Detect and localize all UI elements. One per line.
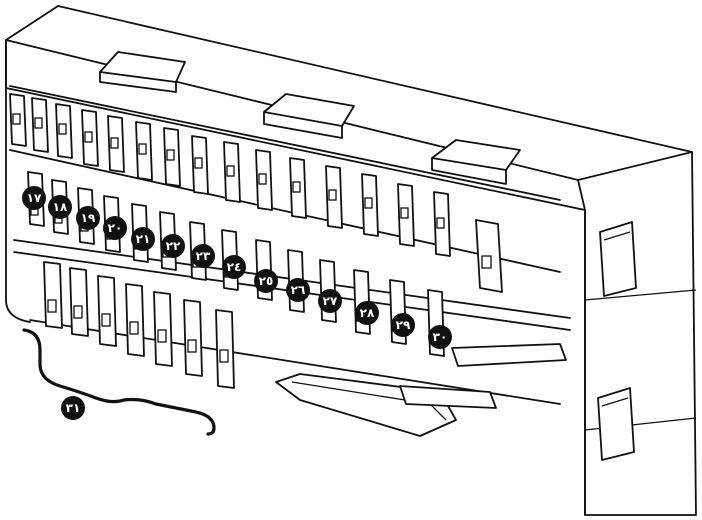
label-badge-28: ٢٨ [355,301,379,325]
svg-text:٢٣: ٢٣ [196,249,211,263]
label-badge-26: ٢٦ [286,278,310,302]
fuse-row-bottom [43,261,235,389]
label-badge-31: ٣١ [61,396,85,420]
label-badge-20: ٢٠ [103,216,127,240]
top-ridge-left [99,51,186,93]
svg-text:٣٠: ٣٠ [433,330,448,344]
svg-text:٢٥: ٢٥ [259,274,274,288]
svg-text:٢٦: ٢٦ [291,283,306,297]
side-clip-lower [597,387,635,461]
top-ridge-middle [263,93,355,139]
svg-text:١٧: ١٧ [27,191,42,205]
top-ridge-right [431,139,521,185]
svg-text:٢٨: ٢٨ [360,306,375,320]
box-body [5,5,697,516]
label-badge-25: ٢٥ [254,269,278,293]
label-badge-18: ١٨ [48,195,72,219]
label-badge-19: ١٩ [76,206,100,230]
svg-text:٣١: ٣١ [66,401,81,415]
label-badge-30: ٣٠ [428,325,452,349]
label-badge-22: ٢٢ [161,234,185,258]
label-badge-23: ٢٣ [191,244,215,268]
svg-text:٢٤: ٢٤ [227,260,242,274]
curly-brace [22,328,216,436]
side-clip-upper [599,221,637,297]
svg-text:٢٩: ٢٩ [396,318,411,332]
connector-tabs [275,343,567,437]
svg-text:١٨: ١٨ [53,200,68,214]
label-badge-27: ٢٧ [318,289,342,313]
fuse-row-top [9,93,503,293]
label-badge-24: ٢٤ [222,255,246,279]
svg-text:١٩: ١٩ [81,211,96,225]
label-badge-29: ٢٩ [391,313,415,337]
label-badge-17: ١٧ [22,186,46,210]
svg-text:٢٠: ٢٠ [108,221,123,235]
svg-text:٢٧: ٢٧ [323,294,338,308]
svg-text:٢١: ٢١ [136,232,151,246]
label-badge-21: ٢١ [131,227,155,251]
svg-text:٢٢: ٢٢ [166,239,181,253]
